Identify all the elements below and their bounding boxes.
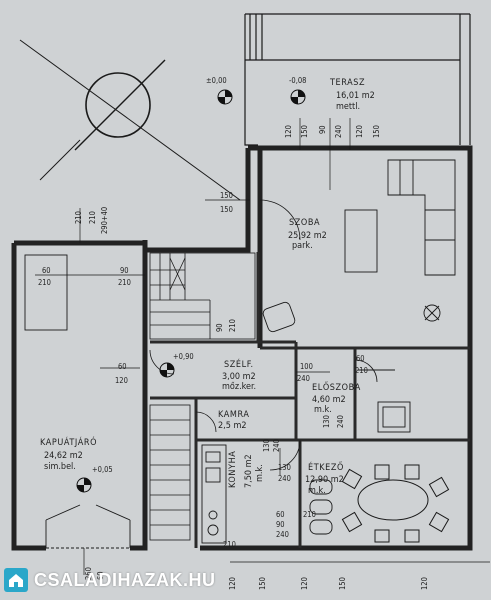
dimension-label: 210 <box>118 278 131 287</box>
dimension-label: 90 <box>215 323 224 332</box>
dimension-label: 240 <box>336 415 345 428</box>
dimension-label: 210 <box>223 540 236 549</box>
room-terasz-area: 16,01 m2 <box>336 91 375 101</box>
room-konyha-name: KONYHA <box>228 450 238 488</box>
dimension-lines <box>35 118 490 575</box>
dimension-label: 120 <box>284 125 293 138</box>
level-label: ±0,00 <box>206 76 227 85</box>
staircase <box>149 252 256 340</box>
door-swings <box>149 199 378 471</box>
room-szelf-floor: mőz.ker. <box>222 382 257 392</box>
room-szoba-area: 25,92 m2 <box>288 231 327 241</box>
room-kapuatjaro-area: 24,62 m2 <box>44 451 83 461</box>
dimension-label: 60 <box>356 354 365 363</box>
dimension-label: 150 <box>372 125 381 138</box>
dimension-label: 290+40 <box>100 206 109 234</box>
dimension-label: 150 <box>300 125 309 138</box>
room-kamra-area: 2,5 m2 <box>218 421 247 431</box>
level-label: +0,90 <box>173 352 194 361</box>
room-szoba-name: SZOBA <box>289 218 321 228</box>
room-terasz-floor: mettl. <box>336 102 361 112</box>
north-arrow-icon <box>19 39 241 201</box>
appliances <box>309 369 411 535</box>
room-szelf-area: 3,00 m2 <box>222 372 256 382</box>
dimension-label: 120 <box>355 125 364 138</box>
dining-table <box>341 464 450 543</box>
room-konyha-area: 7,50 m2 <box>244 454 254 488</box>
room-kapuatjaro-floor: sim.bel. <box>44 462 76 472</box>
dimension-label: 150 <box>220 205 233 214</box>
dimension-label: 90 <box>318 125 327 134</box>
dimension-label: 60 <box>118 362 127 371</box>
dimension-label: 210 <box>88 211 97 224</box>
dimension-label: 150 <box>258 577 267 590</box>
dimension-label: 210 <box>228 319 237 332</box>
dimension-label: 130 <box>278 463 291 472</box>
dimension-label: 120 <box>420 577 429 590</box>
armchair <box>262 301 296 333</box>
dimension-label: 120 <box>300 577 309 590</box>
dimension-label: 130 <box>262 439 271 452</box>
dimension-label: 120 <box>115 376 128 385</box>
level-label: -0,08 <box>289 76 307 85</box>
room-etkezo-area: 12,90 m2 <box>305 475 344 485</box>
room-szoba-floor: park. <box>292 241 313 251</box>
level-markers <box>76 89 306 493</box>
dimension-label: 150 <box>220 191 233 200</box>
dimension-label: 100 <box>300 362 313 371</box>
dimension-label: 150 <box>338 577 347 590</box>
dimension-label: 120 <box>228 577 237 590</box>
room-etkezo-name: ÉTKEZŐ <box>308 463 345 473</box>
room-eloszoba-floor: m.k. <box>314 405 332 415</box>
staircase-lower <box>149 404 191 541</box>
room-konyha-floor: m.k. <box>255 464 265 482</box>
dimension-label: 60 <box>42 266 51 275</box>
dimension-label: 210 <box>303 510 316 519</box>
level-label: +0,05 <box>92 465 113 474</box>
room-kamra-name: KAMRA <box>218 410 250 420</box>
garage-gate <box>24 254 131 549</box>
dimension-label: 210 <box>38 278 51 287</box>
dimension-label: 90 <box>276 520 285 529</box>
house-icon <box>4 568 28 592</box>
dimension-label: 240 <box>278 474 291 483</box>
room-kapuatjaro-name: KAPUÁTJÁRÓ <box>40 438 98 448</box>
dimension-label: 240 <box>297 374 310 383</box>
kitchen-counter <box>201 444 227 544</box>
watermark-text: CSALADIHAZAK.HU <box>34 569 216 590</box>
room-eloszoba-area: 4,60 m2 <box>312 395 346 405</box>
watermark-logo: CSALADIHAZAK.HU <box>4 566 226 594</box>
room-terasz-name: TERASZ <box>330 78 366 88</box>
terrace-outline <box>244 13 471 146</box>
dimension-label: 130 <box>322 415 331 428</box>
dimension-label: 240 <box>272 439 281 452</box>
dimension-label: 90 <box>120 266 129 275</box>
room-eloszoba-name: ELŐSZOBA <box>312 383 361 393</box>
sofa <box>344 159 456 322</box>
dimension-label: 210 <box>74 211 83 224</box>
room-etkezo-floor: m.k. <box>308 486 326 496</box>
dimension-label: 240 <box>276 530 289 539</box>
dimension-label: 210 <box>355 366 368 375</box>
dimension-label: 60 <box>276 510 285 519</box>
interior-walls <box>150 252 470 548</box>
dimension-label: 240 <box>334 125 343 138</box>
room-szelf-name: SZÉLF. <box>224 360 254 370</box>
